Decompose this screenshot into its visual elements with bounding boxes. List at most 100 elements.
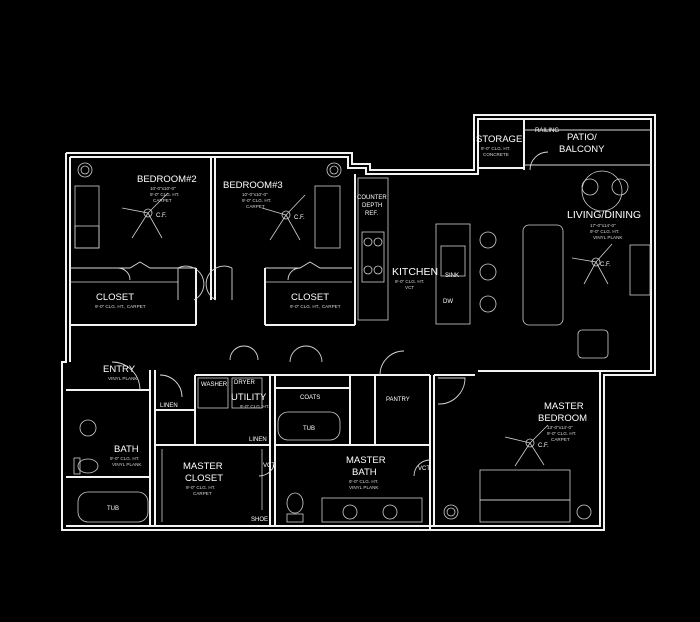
entry-note: VINYL PLANK	[108, 376, 138, 381]
pantry-label: PANTRY	[386, 397, 410, 403]
kitchen-counter	[357, 177, 389, 321]
dryer-label: DRYER	[234, 380, 256, 386]
washer-icon	[197, 377, 229, 409]
utility-note: 9'-0" CLG. HT.	[240, 404, 269, 409]
bed-icon	[74, 185, 100, 249]
ceiling-fan-label: C.F.	[156, 213, 167, 219]
closet2-note: 9'-0" CLG. HT., CARPET	[290, 304, 341, 309]
sink-icon	[342, 504, 358, 520]
tub-icon	[277, 411, 341, 441]
room-labels: STORAGE 9'-0" CLG. HT. CONCRETE RAILING …	[95, 128, 641, 523]
exterior-walls	[61, 114, 656, 531]
dryer-icon	[231, 377, 263, 409]
bedroom2-label: BEDROOM#2	[137, 174, 197, 185]
storage-label: STORAGE	[476, 134, 522, 145]
master-closet-label: CLOSET	[185, 473, 223, 484]
sink-icon	[440, 245, 466, 277]
ceiling-fan-icon	[261, 194, 306, 241]
tub2-label: TUB	[107, 506, 119, 512]
counter-ref-label: DEPTH	[362, 203, 382, 209]
shoe-label: SHOE	[251, 517, 268, 523]
bedroom2-note: 9'-0" CLG. HT.	[150, 192, 179, 197]
armchair-icon	[577, 329, 609, 359]
patio-label: BALCONY	[559, 144, 605, 155]
interior-walls	[66, 157, 600, 526]
vct-label: VCT	[418, 466, 430, 472]
toilet-icon	[77, 458, 99, 474]
kitchen-sink-label: SINK	[445, 273, 459, 279]
bath-note: VINYL PLANK	[112, 462, 142, 467]
master-bedroom-note: 13'-0"x14'-0"	[547, 425, 573, 430]
patio-label: PATIO/	[567, 132, 597, 143]
bedroom3-note: 10'-0"x10'-0"	[242, 192, 268, 197]
master-bath-note: VINYL PLANK	[349, 485, 379, 490]
lamp-icon	[77, 162, 93, 178]
closet1-note: 9'-0" CLG. HT., CARPET	[95, 304, 146, 309]
closet2-label: CLOSET	[291, 292, 329, 303]
tub-label: TUB	[303, 426, 315, 432]
washer-label: WASHER	[201, 382, 228, 388]
master-bath-note: 9'-0" CLG. HT.	[349, 479, 378, 484]
entry-label: ENTRY	[103, 364, 136, 375]
master-closet-label: MASTER	[183, 461, 223, 472]
bedroom2-note: CARPET	[153, 198, 172, 203]
kitchen-label: KITCHEN	[392, 266, 438, 278]
dishwasher-label: DW	[443, 299, 453, 305]
linen-label: LINEN	[160, 403, 178, 409]
bed-icon	[314, 185, 341, 249]
master-closet-note: CARPET	[193, 491, 212, 496]
bedroom3-label: BEDROOM#3	[223, 180, 283, 191]
tub-icon	[77, 491, 149, 523]
storage-note: CONCRETE	[483, 152, 509, 157]
master-bath-label: BATH	[352, 467, 377, 478]
linen2-label: LINEN	[249, 437, 267, 443]
coats-label: COATS	[300, 395, 320, 401]
kitchen-note: 9'-0" CLG. HT.	[395, 279, 424, 284]
bed-icon	[479, 469, 571, 501]
master-bedroom-label: BEDROOM	[538, 413, 587, 424]
dining-table-icon	[581, 170, 623, 212]
vanity-icon	[321, 497, 423, 523]
kitchen-note: VCT	[405, 285, 414, 290]
stool-icon	[479, 295, 497, 313]
master-bath-label: MASTER	[346, 455, 386, 466]
master-bedroom-label: MASTER	[544, 401, 584, 412]
stool-icon	[479, 263, 497, 281]
bedroom2-note: 10'-0"x10'-0"	[150, 186, 176, 191]
utility-label: UTILITY	[231, 392, 267, 403]
fixtures	[70, 162, 651, 523]
ceiling-fan-label: C.F.	[538, 443, 549, 449]
sink-icon	[79, 419, 97, 437]
living-note: 17'-0"x14'-0"	[590, 223, 616, 228]
sofa-icon	[522, 224, 564, 326]
counter-ref-label: COUNTER	[357, 195, 387, 201]
railing-label: RAILING	[535, 128, 559, 134]
bedroom3-note: CARPET	[246, 204, 265, 209]
doors	[111, 151, 549, 477]
ceiling-fan-icon	[571, 243, 613, 285]
lamp-icon	[443, 504, 459, 520]
living-dining-label: LIVING/DINING	[567, 209, 641, 221]
tv-icon	[629, 244, 651, 296]
living-note: VINYL PLANK	[593, 235, 623, 240]
toilet-icon	[286, 492, 304, 514]
closet1-label: CLOSET	[96, 292, 134, 303]
bedroom3-note: 9'-0" CLG. HT.	[242, 198, 271, 203]
counter-ref-label: REF.	[365, 211, 378, 217]
master-closet-note: 9'-0" CLG. HT.	[186, 485, 215, 490]
bath-note: 9'-0" CLG. HT.	[110, 456, 139, 461]
ceiling-fan-icon	[121, 192, 169, 239]
vct-label: VCT	[263, 463, 275, 469]
living-note: 9'-0" CLG. HT.	[590, 229, 619, 234]
bath-label: BATH	[114, 444, 139, 455]
stool-icon	[479, 231, 497, 249]
storage-note: 9'-0" CLG. HT.	[481, 146, 510, 151]
master-bedroom-note: 9'-0" CLG. HT.	[547, 431, 576, 436]
ceiling-fan-label: C.F.	[294, 215, 305, 221]
lamp-icon	[326, 162, 342, 178]
master-bedroom-note: CARPET	[551, 437, 570, 442]
lamp-icon	[576, 504, 592, 520]
range-icon	[361, 231, 385, 283]
ceiling-fan-icon	[504, 424, 549, 467]
